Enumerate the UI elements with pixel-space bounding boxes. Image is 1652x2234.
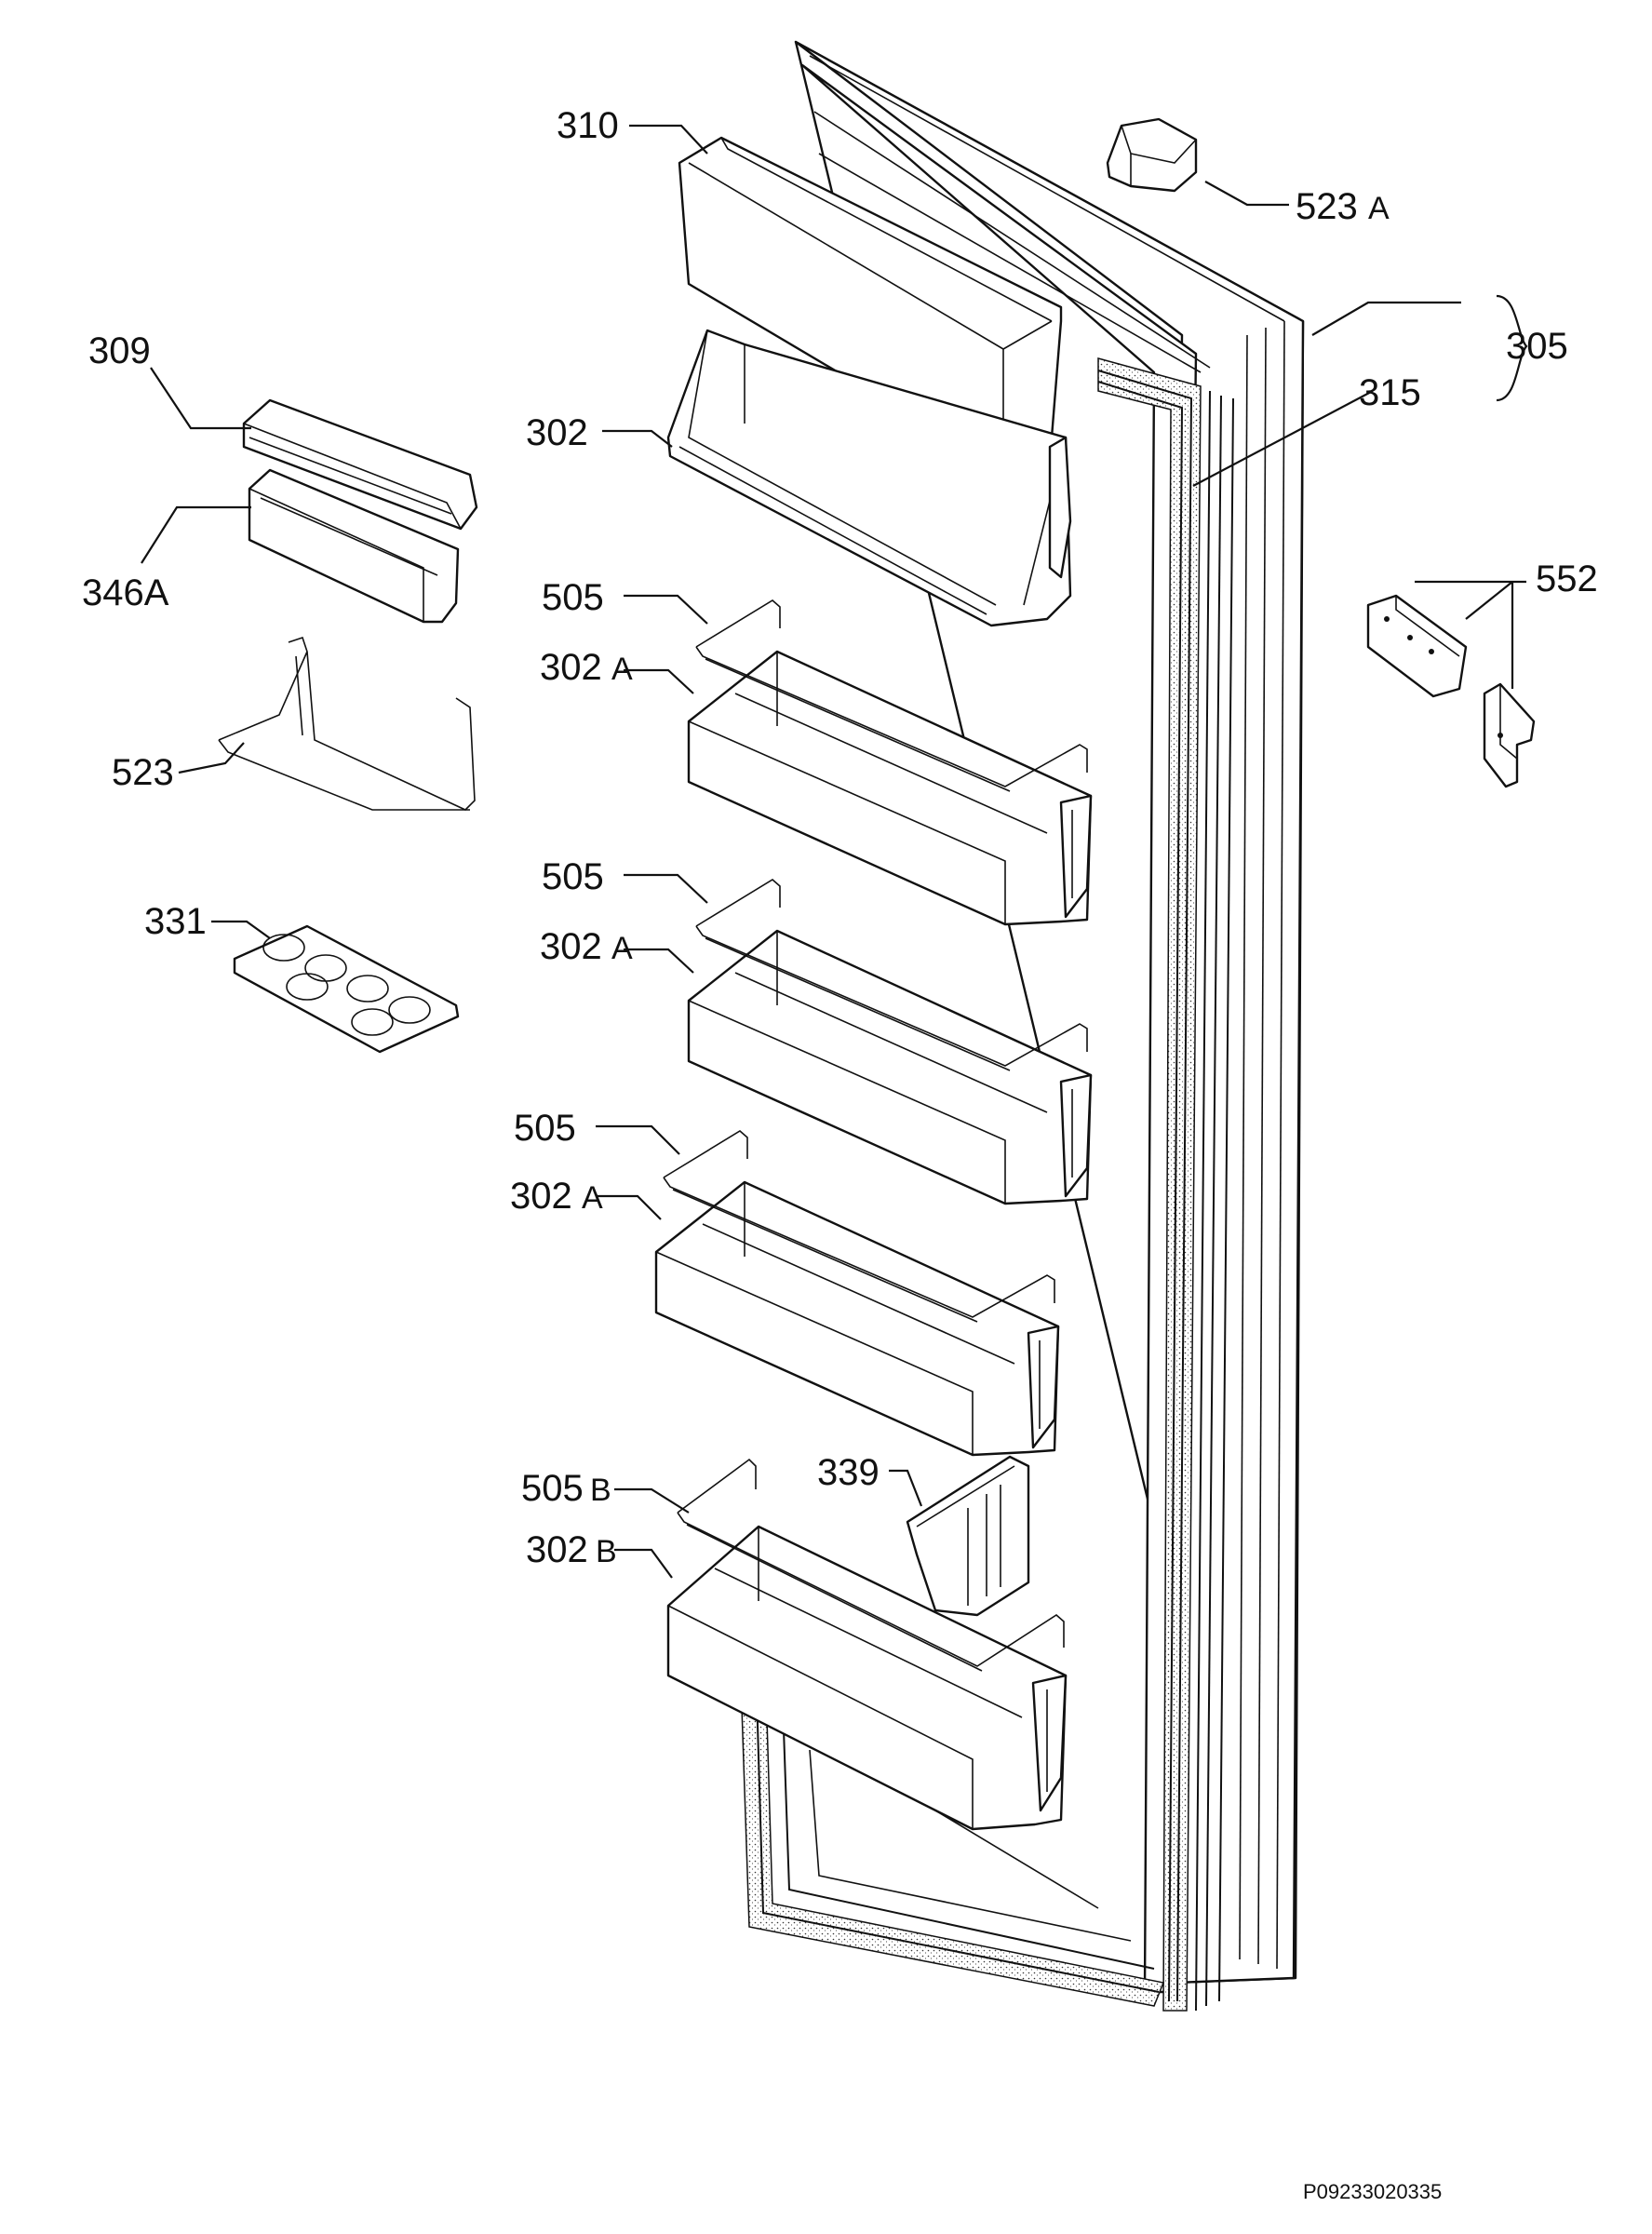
door-shelf-3 <box>654 1180 1060 1457</box>
door-shelf-2 <box>687 929 1093 1205</box>
label-339: 339 <box>817 1452 880 1493</box>
dairy-compartment-flap <box>678 136 1063 472</box>
dairy-shelf <box>666 329 1072 627</box>
label-505b-suffix: B <box>590 1473 611 1508</box>
butter-box <box>242 398 478 624</box>
label-302a-2: 302 <box>540 926 602 967</box>
label-302a-2-suffix: A <box>611 931 633 966</box>
wire-retainer-3 <box>663 1130 1055 1323</box>
label-331: 331 <box>144 901 207 942</box>
leader-lines <box>141 124 1528 1579</box>
label-346a: 346A <box>82 572 169 613</box>
label-523a-suffix: A <box>1368 191 1390 226</box>
door-gasket <box>739 111 1234 2012</box>
label-302a-3: 302 <box>510 1176 572 1217</box>
label-302a-1-suffix: A <box>611 652 633 687</box>
callout-labels: 310 523 A 305 315 309 302 346A 552 505 3… <box>82 105 1598 2203</box>
label-505-3: 505 <box>514 1108 576 1149</box>
wire-rack <box>218 636 476 811</box>
label-305: 305 <box>1506 326 1568 367</box>
drawing-id: P09233020335 <box>1303 2180 1442 2203</box>
label-523a: 523 <box>1296 186 1358 227</box>
label-505b: 505 <box>521 1468 584 1509</box>
door-shelf-bottom <box>666 1525 1068 1831</box>
label-310: 310 <box>557 105 619 146</box>
label-552: 552 <box>1536 558 1598 599</box>
label-302: 302 <box>526 412 588 453</box>
label-523: 523 <box>112 752 174 793</box>
door-shelf-1 <box>687 650 1093 926</box>
bottle-divider <box>906 1455 1030 1617</box>
hinge-brackets <box>1366 594 1536 788</box>
label-302a-1: 302 <box>540 647 602 688</box>
label-315: 315 <box>1359 372 1421 413</box>
label-302b: 302 <box>526 1529 588 1570</box>
label-302b-suffix: B <box>596 1534 617 1569</box>
label-309: 309 <box>88 330 151 371</box>
wire-retainer-2 <box>695 879 1088 1071</box>
wire-retainer-1 <box>695 599 1088 792</box>
door-stop-clip <box>1106 117 1198 193</box>
label-505-1: 505 <box>542 577 604 618</box>
egg-tray <box>233 924 460 1054</box>
label-302a-3-suffix: A <box>582 1180 603 1216</box>
wire-retainer-bottom <box>677 1458 1065 1672</box>
label-505-2: 505 <box>542 856 604 897</box>
